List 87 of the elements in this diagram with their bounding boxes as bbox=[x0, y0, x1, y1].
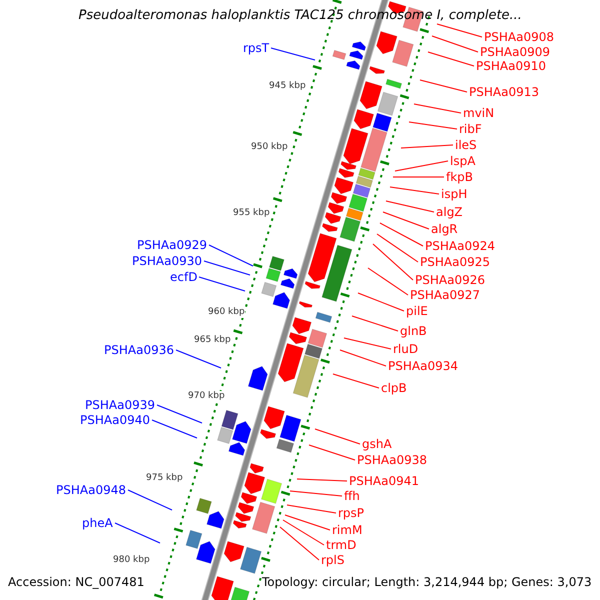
gene-label: ispH bbox=[441, 186, 468, 202]
scale-label: 950 kbp bbox=[251, 142, 288, 152]
leader-line bbox=[414, 104, 462, 114]
leader-line bbox=[280, 526, 320, 560]
footer-text: Accession: NC_007481 bbox=[8, 574, 144, 590]
scale-label: 955 kbp bbox=[233, 208, 270, 218]
leader-line bbox=[436, 24, 482, 38]
leader-line bbox=[390, 186, 440, 194]
leader-line bbox=[376, 234, 418, 262]
leader-line bbox=[386, 200, 434, 212]
gene-label: ileS bbox=[455, 137, 477, 153]
leader-line bbox=[114, 522, 160, 544]
gene-label: PSHAa0948 bbox=[56, 482, 126, 498]
gene-label: ecfD bbox=[170, 269, 198, 285]
gene-label: lspA bbox=[450, 153, 476, 169]
leader-line bbox=[208, 244, 254, 266]
leader-line bbox=[296, 478, 348, 482]
leader-line bbox=[432, 36, 478, 52]
leader-line bbox=[372, 244, 414, 280]
leader-line bbox=[198, 276, 246, 292]
gene-label: PSHAa0913 bbox=[469, 84, 539, 100]
leader-line bbox=[392, 176, 444, 178]
gene-label: ribF bbox=[459, 121, 482, 137]
gene-label: rimM bbox=[332, 522, 362, 538]
leader-line bbox=[428, 52, 474, 66]
gene-label: pilE bbox=[406, 303, 428, 319]
leader-line bbox=[368, 268, 408, 296]
scale-label: 975 kbp bbox=[146, 472, 183, 484]
leader-line bbox=[358, 292, 404, 312]
leader-line bbox=[400, 144, 454, 148]
gene-label: PSHAa0926 bbox=[415, 272, 485, 288]
footer-text: Topology: circular; Length: 3,214,944 bp; Genes: 3,073 bbox=[262, 574, 592, 590]
gene-label: PSHAa0934 bbox=[388, 358, 458, 374]
gene-label: PSHAa0925 bbox=[420, 254, 490, 270]
gene-label: PSHAa0936 bbox=[104, 342, 174, 358]
leader-line bbox=[332, 374, 380, 388]
gene-label: mviN bbox=[463, 105, 494, 121]
gene-label: PSHAa0908 bbox=[484, 29, 554, 45]
gene-label: PSHAa0941 bbox=[349, 473, 419, 489]
leader-line bbox=[128, 490, 172, 510]
leader-line bbox=[408, 122, 458, 130]
leader-line bbox=[394, 160, 448, 172]
leader-line bbox=[340, 350, 386, 366]
gene-label: PSHAa0909 bbox=[480, 44, 550, 60]
title: Pseudoalteromonas haloplanktis TAC125 chromosome I, complete... bbox=[78, 8, 522, 24]
leader-line bbox=[284, 514, 330, 530]
gene-label: rluD bbox=[393, 341, 418, 357]
gene-label: PSHAa0930 bbox=[132, 253, 202, 269]
leader-line bbox=[382, 212, 430, 230]
gene-label: PSHAa0938 bbox=[357, 452, 427, 468]
gene-label: ffh bbox=[344, 488, 360, 504]
leader-line bbox=[290, 490, 342, 496]
leader-line bbox=[156, 404, 202, 424]
gene-label: clpB bbox=[381, 380, 407, 396]
scale-label: 960 kbp bbox=[208, 306, 245, 318]
leader-line bbox=[344, 338, 392, 350]
gene-label: rpsP bbox=[338, 505, 364, 521]
leader-line bbox=[420, 80, 468, 92]
gene-label: PSHAa0940 bbox=[80, 412, 150, 428]
scale-label: 970 kbp bbox=[188, 390, 225, 402]
scale-label: 980 kbp bbox=[113, 554, 150, 566]
leader-line bbox=[308, 444, 356, 460]
gene-label: rplS bbox=[321, 552, 345, 568]
gene-label: PSHAa0924 bbox=[425, 238, 495, 254]
gene-label: PSHAa0910 bbox=[476, 58, 546, 74]
leader-line bbox=[270, 48, 316, 60]
leader-line bbox=[352, 316, 398, 332]
leader-line bbox=[314, 428, 360, 444]
leader-line bbox=[282, 520, 324, 546]
gene-label: trmD bbox=[326, 537, 356, 553]
leader-line bbox=[286, 504, 336, 514]
gene-label: PSHAa0929 bbox=[137, 237, 207, 253]
gene-label: PSHAa0927 bbox=[410, 287, 480, 303]
leader-line bbox=[204, 260, 250, 276]
gene-label: pheA bbox=[82, 515, 113, 531]
leader-line bbox=[152, 420, 198, 438]
leader-line bbox=[176, 350, 222, 368]
gene-label: gshA bbox=[362, 436, 392, 452]
gene-label: PSHAa0939 bbox=[85, 397, 155, 413]
leader-line bbox=[380, 222, 424, 246]
gene-label: algZ bbox=[436, 204, 463, 220]
gene-label: fkpB bbox=[446, 169, 474, 185]
gene-label: glnB bbox=[400, 323, 427, 339]
gene-label: algR bbox=[431, 221, 458, 237]
scale-label: 945 kbp bbox=[269, 80, 306, 92]
scale-label: 965 kbp bbox=[194, 334, 231, 346]
gene-label: rpsT bbox=[243, 40, 270, 56]
